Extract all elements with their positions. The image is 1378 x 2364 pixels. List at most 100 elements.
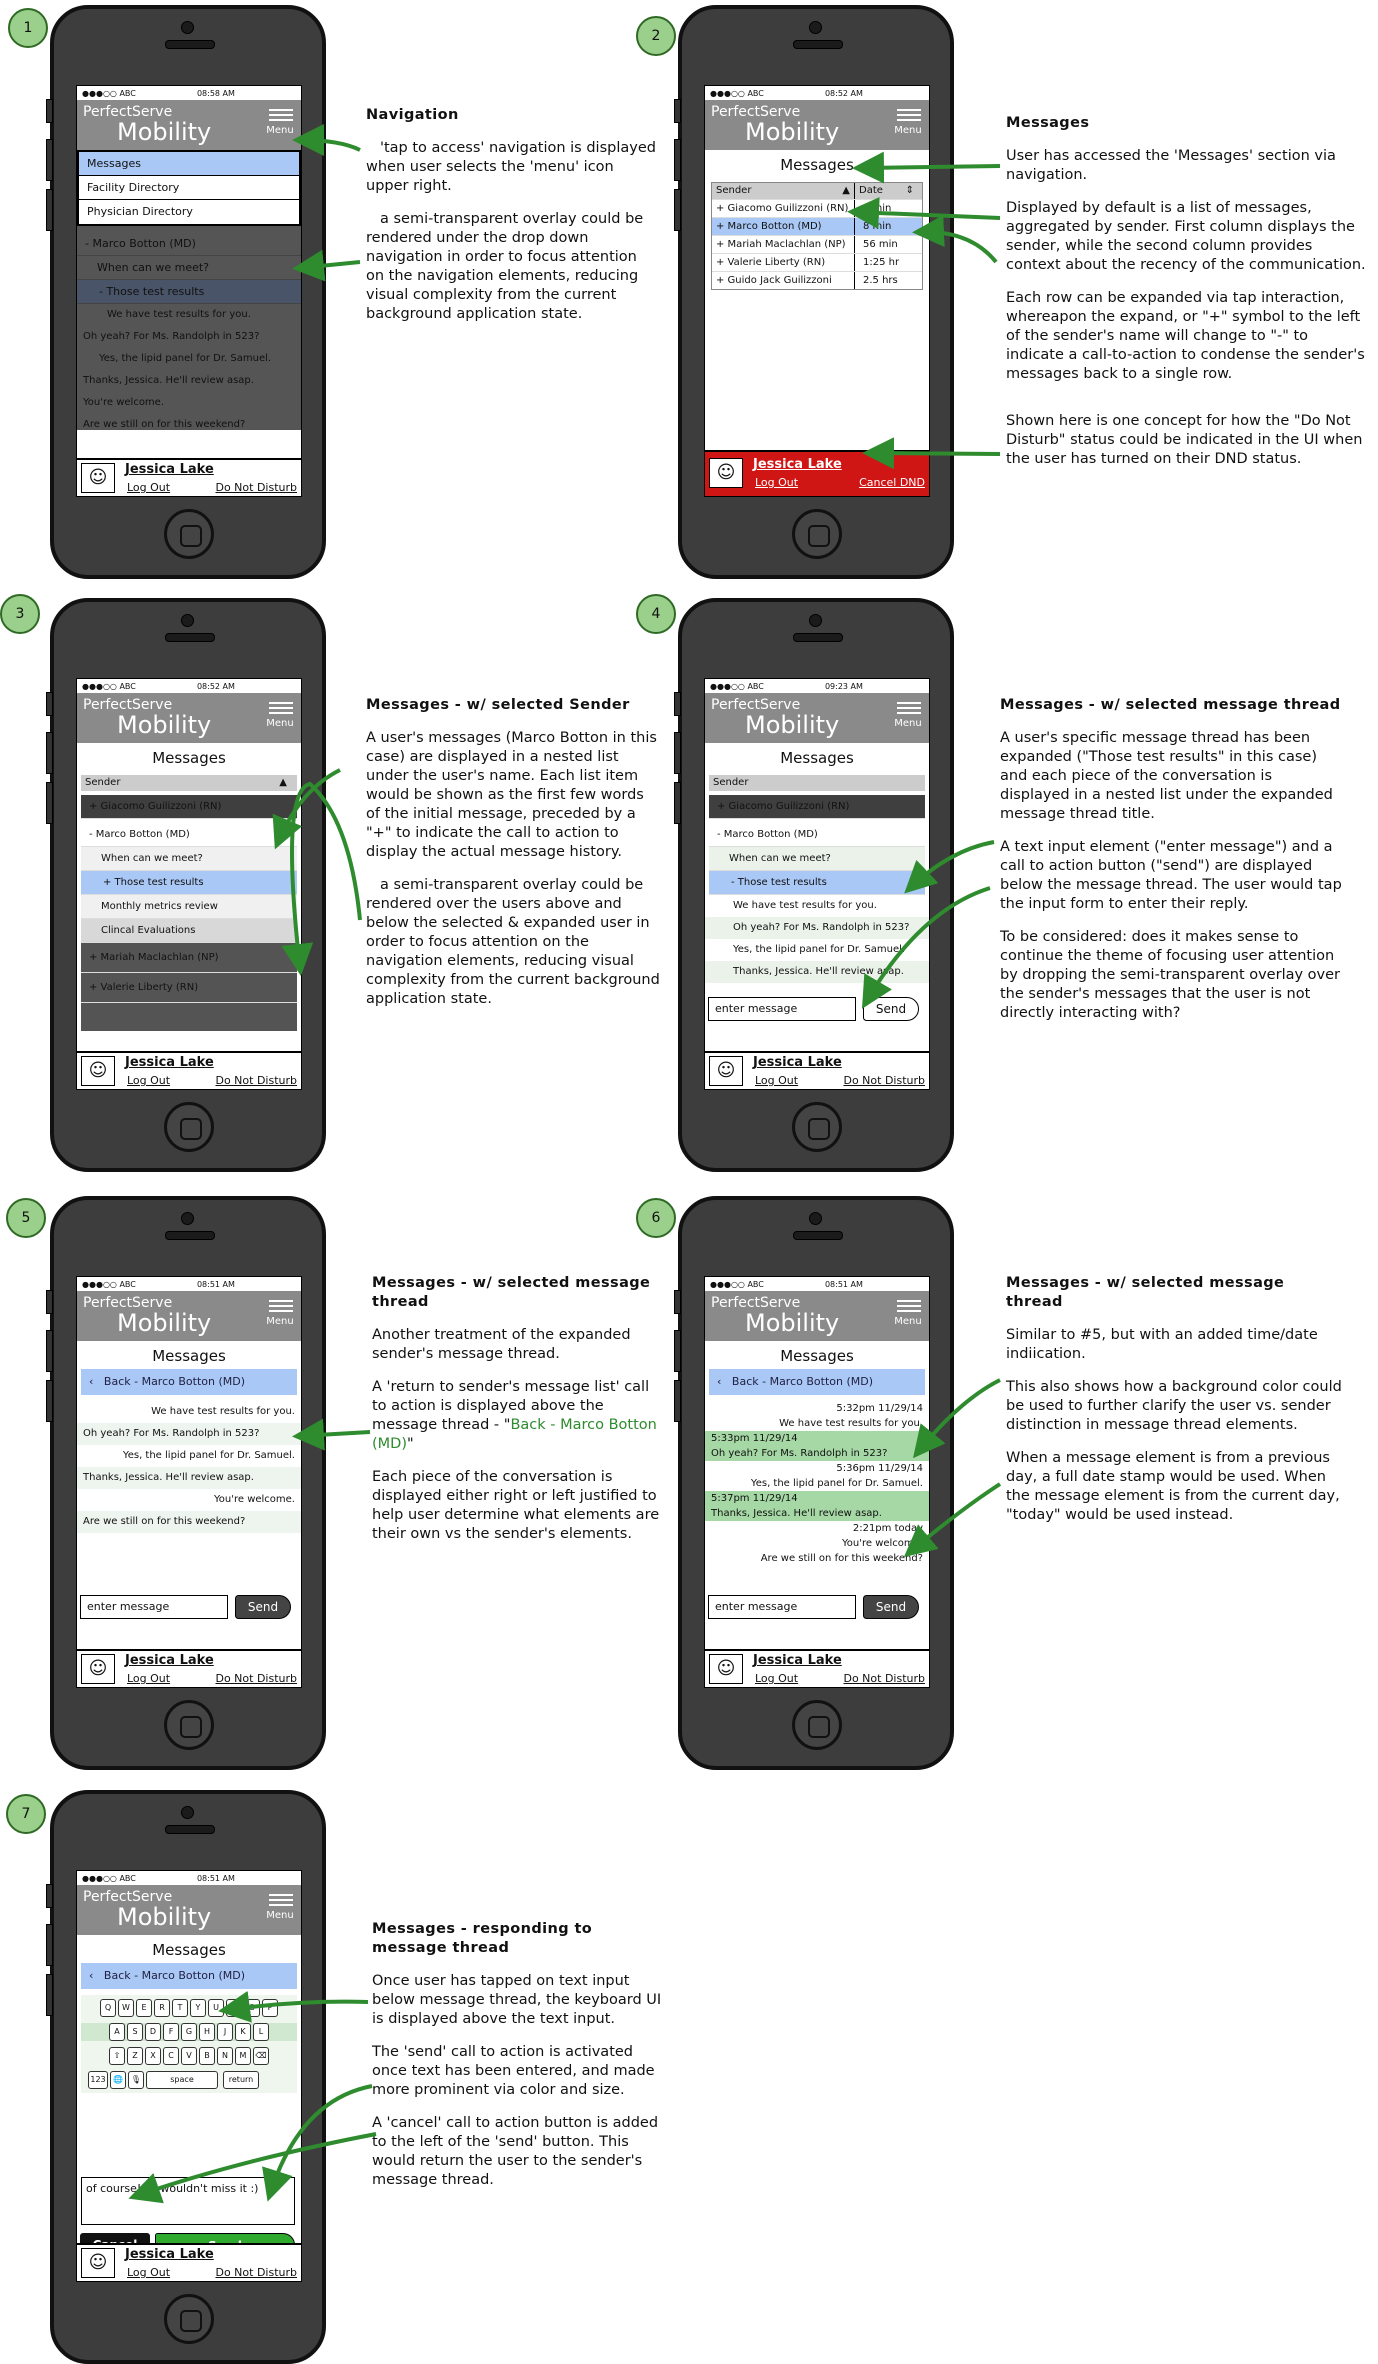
logout-link[interactable]: Log Out [755,1672,799,1685]
cancel-dnd-link[interactable]: Cancel DND [859,476,925,489]
sender-row[interactable]: + Mariah Maclachlan (NP) [81,943,297,973]
thread-row[interactable]: Monthly metrics review [81,895,297,919]
table-row[interactable]: + Valerie Liberty (RN)1:25 hr [712,253,922,271]
dnd-link[interactable]: Do Not Disturb [215,2266,297,2279]
keyboard-key[interactable]: W [118,1999,134,2017]
keyboard-key[interactable]: E [136,1999,152,2017]
keyboard-key[interactable]: X [145,2047,161,2065]
keyboard-key[interactable]: V [181,2047,197,2065]
keyboard-key[interactable]: F [163,2023,179,2041]
dnd-link[interactable]: Do Not Disturb [215,1074,297,1087]
logout-link[interactable]: Log Out [755,1074,799,1087]
keyboard-row: 123🌐🎙space return [81,2071,297,2089]
menu-button[interactable]: Menu [893,699,923,737]
nav-item-physician-directory[interactable]: Physician Directory [87,205,193,218]
keyboard-key[interactable]: T [172,1999,188,2017]
keyboard-key[interactable]: R [154,1999,170,2017]
sender-row-expanded[interactable]: - Marco Botton (MD) [81,823,297,847]
keyboard-key[interactable]: Y [190,1999,206,2017]
thread-row[interactable]: Clincal Evaluations [81,919,297,943]
dnd-link[interactable]: Do Not Disturb [215,481,297,494]
keyboard-key[interactable]: ⌫ [253,2047,269,2065]
keyboard-key[interactable]: L [253,2023,269,2041]
logout-link[interactable]: Log Out [755,476,799,489]
keyboard-key[interactable]: O [244,1999,260,2017]
logout-link[interactable]: Log Out [127,481,171,494]
keyboard-key[interactable]: Q [100,1999,116,2017]
message-input[interactable]: enter message [708,997,856,1021]
nav-item-facility-directory[interactable]: Facility Directory [79,176,299,200]
thread-row-selected[interactable]: - Those test results [709,871,925,895]
keyboard-key[interactable]: ⇧ [109,2047,125,2065]
keyboard-key[interactable]: H [199,2023,215,2041]
send-button[interactable]: Send [863,997,919,1021]
table-row[interactable]: + Marco Botton (MD)8 min [712,217,922,235]
keyboard-key[interactable]: I [226,1999,242,2017]
send-button[interactable]: Send [863,1595,919,1619]
table-row[interactable]: + Giacomo Guilizzoni (RN)2 min [712,199,922,217]
logout-link[interactable]: Log Out [127,2266,171,2279]
col-sender-label: Sender [85,777,121,788]
key-123[interactable]: 123 [88,2071,108,2089]
table-row[interactable]: + Mariah Maclachlan (NP)56 min [712,235,922,253]
menu-button[interactable]: Menu [893,1297,923,1335]
thread-row-selected[interactable]: + Those test results [81,871,297,895]
user-footer: ☺ Jessica Lake Log Out Do Not Disturb [77,1649,301,1687]
menu-button[interactable]: Menu [265,106,295,144]
speaker-grille [165,40,215,49]
keyboard-key[interactable]: A [109,2023,125,2041]
logout-link[interactable]: Log Out [127,1672,171,1685]
keyboard-key[interactable]: G [181,2023,197,2041]
sender-row[interactable]: + Giacomo Guilizzoni (RN) [81,795,297,819]
table-header[interactable]: Sender [709,775,925,791]
thread-row[interactable]: When can we meet? [709,847,925,871]
sender-row-expanded[interactable]: - Marco Botton (MD) [709,823,925,847]
keyboard-key[interactable]: B [199,2047,215,2065]
col-date[interactable]: Date⇕ [855,183,922,199]
back-button[interactable]: ‹ Back - Marco Botton (MD) [709,1369,925,1395]
keyboard-key[interactable]: U [208,1999,224,2017]
sender-name: + Giacomo Guilizzoni (RN) [712,200,855,217]
back-button[interactable]: ‹ Back - Marco Botton (MD) [81,1369,297,1395]
keyboard-key[interactable]: D [145,2023,161,2041]
message-input-typed[interactable]: of course!!! I wouldn't miss it :) [81,2177,295,2225]
keyboard-key[interactable]: N [217,2047,233,2065]
keyboard-key[interactable]: M [235,2047,251,2065]
sender-row[interactable]: + Valerie Liberty (RN) [81,973,297,1003]
keyboard-key[interactable]: S [127,2023,143,2041]
key-space[interactable]: space [146,2071,218,2089]
menu-button[interactable]: Menu [265,1297,295,1335]
logout-link[interactable]: Log Out [127,1074,171,1087]
menu-button[interactable]: Menu [893,106,923,144]
volume-up-button [46,732,53,774]
sender-row[interactable]: + Giacomo Guilizzoni (RN) [709,795,925,819]
dnd-link[interactable]: Do Not Disturb [843,1672,925,1685]
keyboard-key[interactable]: J [217,2023,233,2041]
menu-button[interactable]: Menu [265,1891,295,1929]
keyboard-key[interactable]: K [235,2023,251,2041]
message-input[interactable]: enter message [708,1595,856,1619]
carrier-label: ●●●○○ ABC [710,681,764,691]
table-header[interactable]: Sender▲ [81,775,297,791]
dnd-link[interactable]: Do Not Disturb [215,1672,297,1685]
desc-paragraph: Similar to #5, but with an added time/da… [1006,1327,1318,1362]
nav-item-messages[interactable]: Messages [79,152,299,176]
back-button[interactable]: ‹ Back - Marco Botton (MD) [81,1963,297,1989]
keyboard-key[interactable]: C [163,2047,179,2065]
keyboard-key[interactable]: P [262,1999,278,2017]
dnd-link[interactable]: Do Not Disturb [843,1074,925,1087]
keyboard-key[interactable]: Z [127,2047,143,2065]
microphone-icon[interactable]: 🎙 [128,2071,144,2089]
step-badge-3: 3 [0,594,40,634]
menu-button[interactable]: Menu [265,699,295,737]
description-5: Messages - w/ selected message thread An… [372,1274,664,1558]
globe-icon[interactable]: 🌐 [110,2071,126,2089]
thread-row[interactable]: When can we meet? [81,847,297,871]
send-button[interactable]: Send [235,1595,291,1619]
col-sender[interactable]: Sender▲ [712,183,855,199]
key-return[interactable]: return [223,2071,259,2089]
message-input[interactable]: enter message [80,1595,228,1619]
